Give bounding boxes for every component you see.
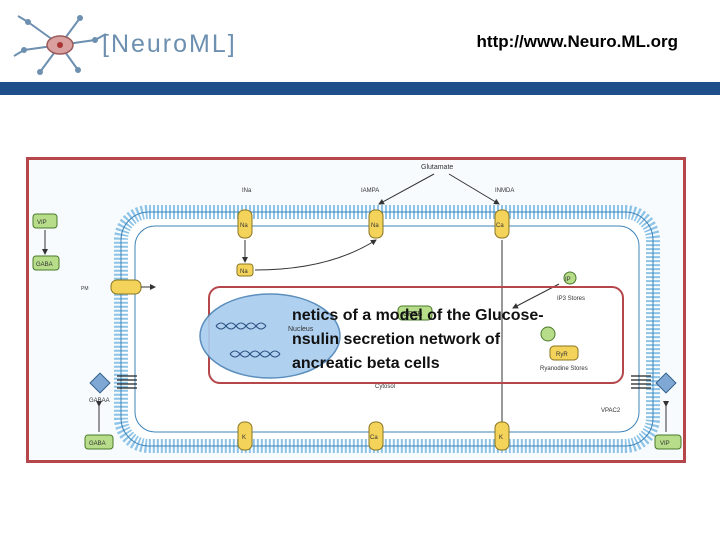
k-channel-bottom-left xyxy=(237,421,253,451)
ampa-channel-label: Na xyxy=(371,223,379,229)
nucleus-overlay: Nucleus CREB RyR Ryanodine Stores xyxy=(199,293,588,379)
vip-top-label: VIP xyxy=(37,220,47,226)
vpac2-receptor xyxy=(655,372,677,394)
ina-label: INa xyxy=(242,188,252,194)
left-channel xyxy=(110,279,142,295)
signaling-diagram: Glutamate INa IAMPA INMDA Na Na Ca Na VI… xyxy=(26,157,686,463)
nmda-channel-label: Ca xyxy=(496,223,504,229)
pm-label: PM xyxy=(81,286,89,292)
nmda-channel: Ca xyxy=(494,209,510,239)
vip-bottom-box xyxy=(654,434,682,450)
cytosol-label: Cytosol xyxy=(375,384,395,390)
ip-label: IP xyxy=(565,277,571,283)
vpac2-label: VPAC2 xyxy=(601,408,621,414)
vip-top-box xyxy=(32,213,58,229)
vip-bottom-label: VIP xyxy=(660,441,670,447)
ryr-box xyxy=(549,345,579,361)
dna-icon xyxy=(215,322,281,358)
glutamate-label: Glutamate xyxy=(421,164,453,171)
iampa-label: IAMPA xyxy=(361,188,379,194)
caption-line-1: netics of a model of the Glucose- xyxy=(292,307,544,324)
nucleus-label: Nucleus xyxy=(288,326,314,333)
caption-line-3: ancreatic beta cells xyxy=(292,355,440,372)
k-channel-bottom-right xyxy=(494,421,510,451)
ca-node xyxy=(540,326,556,342)
na-ion-label: Na xyxy=(240,269,248,275)
ca-channel-bottom xyxy=(368,421,384,451)
ip3-stores-label: IP3 Stores xyxy=(557,296,585,302)
ca-channel-bottom-label: Ca xyxy=(370,435,378,441)
ryr-label: RyR xyxy=(556,352,568,358)
na-channel: Na xyxy=(237,209,253,239)
slide-header: [NeuroML] http://www.Neuro.ML.org xyxy=(0,0,720,82)
gaba-bottom-label: GABA xyxy=(89,441,106,447)
gaba-bottom-box xyxy=(84,434,114,450)
gaba-a-receptor xyxy=(89,372,111,394)
gaba-top-label: GABA xyxy=(36,262,53,268)
inmda-label: INMDA xyxy=(495,188,514,194)
header-bar xyxy=(0,82,720,95)
site-url[interactable]: http://www.Neuro.ML.org xyxy=(476,32,678,51)
caption-text: netics of a model of the Glucose- nsulin… xyxy=(292,304,622,376)
creb-box xyxy=(397,305,433,321)
neuroml-logo: [NeuroML] xyxy=(13,15,237,75)
na-channel-label: Na xyxy=(240,223,248,229)
creb-label: CREB xyxy=(403,311,423,318)
gaba-a-label: GABAA xyxy=(89,398,110,404)
ryanodine-stores-label: Ryanodine Stores xyxy=(540,366,588,372)
caption-line-2: nsulin secretion network of xyxy=(292,331,501,348)
na-ion-box xyxy=(236,263,254,277)
k-channel-bottom-left-label: K xyxy=(242,435,246,441)
gaba-top-box xyxy=(32,255,60,271)
ip-node xyxy=(563,271,577,285)
logo-text: [NeuroML] xyxy=(102,30,237,58)
ampa-channel: Na xyxy=(368,209,384,239)
k-channel-bottom-right-label: K xyxy=(499,435,503,441)
